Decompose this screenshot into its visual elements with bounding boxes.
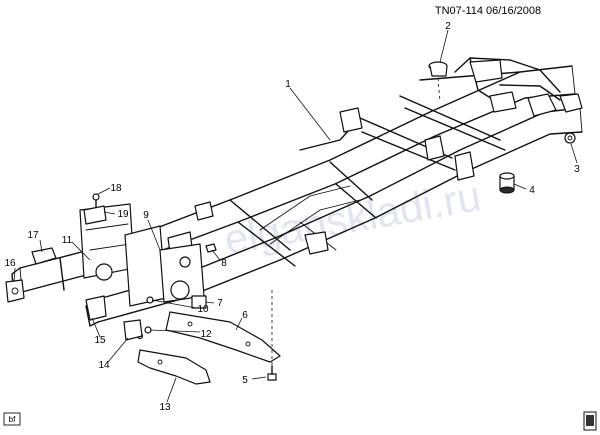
lower-bracket [123, 319, 143, 341]
callout-15: 15 [94, 335, 106, 346]
alignment-line-2 [437, 77, 441, 103]
callout-14: 14 [98, 360, 110, 371]
callout-16: 16 [4, 258, 16, 269]
callout-7: 7 [217, 298, 223, 309]
callout-2: 2 [445, 21, 451, 32]
callout-8: 8 [221, 258, 227, 269]
watermark: elganskladi.ru [221, 172, 484, 263]
body-mount-insulator-upper [428, 61, 448, 77]
document-id: TN07-114 06/16/2008 [435, 5, 541, 17]
bushing [191, 295, 207, 309]
callout-1: 1 [285, 79, 291, 90]
rear-mount-nut [564, 132, 576, 144]
bracket-19 [83, 205, 107, 225]
front-bracket [31, 247, 57, 265]
callout-6: 6 [242, 310, 248, 321]
skid-plate-rear [165, 311, 281, 363]
frame-assembly [11, 57, 583, 327]
callout-9: 9 [143, 210, 149, 221]
callout-4: 4 [529, 185, 535, 196]
tow-hook [5, 279, 25, 303]
bolt-upper [205, 243, 217, 253]
callout-3: 3 [574, 164, 580, 175]
callout-5: 5 [242, 375, 248, 386]
leader-lines [13, 29, 578, 403]
crossmember-mount [85, 295, 107, 321]
document-icon [583, 411, 597, 431]
callout-18: 18 [110, 183, 122, 194]
callout-19: 19 [117, 209, 129, 220]
corner-tag-label: bf [9, 415, 16, 424]
callout-10: 10 [197, 304, 209, 315]
body-mount-cushion [499, 172, 515, 194]
callout-17: 17 [27, 230, 39, 241]
callout-11: 11 [62, 235, 73, 246]
corner-tag: bf [3, 412, 21, 426]
lower-bolt [267, 365, 277, 381]
skid-plate-front [137, 349, 211, 385]
callout-13: 13 [159, 402, 171, 413]
callout-12: 12 [200, 329, 212, 340]
